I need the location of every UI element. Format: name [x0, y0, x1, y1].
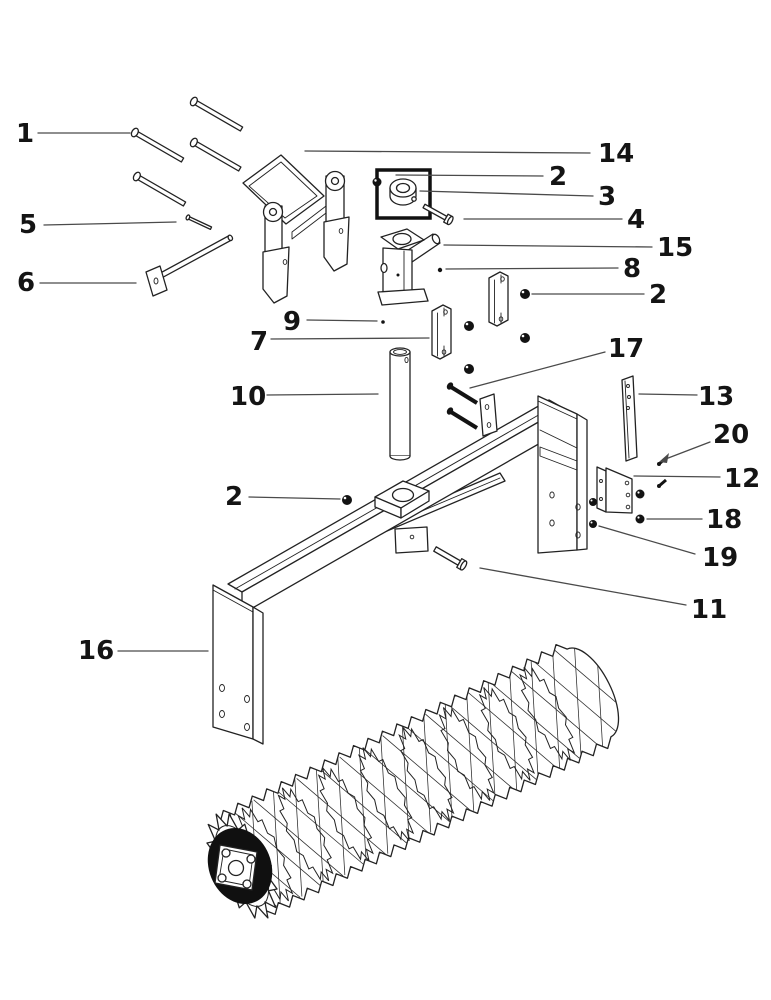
left-end-plate [212, 584, 254, 740]
part-callout-7: 7 [250, 327, 268, 357]
part-callout-2b: 2 [649, 280, 667, 310]
part-callout-19: 19 [702, 543, 738, 573]
plate-hole [219, 710, 225, 718]
arrowhead [659, 453, 669, 463]
bracket-foot-hole [338, 228, 344, 234]
cotter-pin-item-5 [185, 214, 213, 231]
pivot-side-tube [380, 262, 388, 274]
leader-lines [37, 132, 721, 652]
tube-pin-hole [404, 356, 409, 364]
set-screw-item-8 [437, 267, 443, 273]
pivot-base-plate [377, 288, 429, 306]
main-frame [212, 395, 588, 745]
part-callout-2a: 2 [549, 162, 567, 192]
pivot-body [382, 247, 413, 294]
pin-handle-plate [145, 265, 168, 297]
pivot-top-hole [392, 232, 412, 246]
callout-numbers: 1 5 6 14 2 3 4 15 8 2 9 7 17 10 13 20 12… [16, 119, 760, 666]
weld-dot [396, 273, 400, 277]
part-callout-3: 3 [598, 182, 616, 212]
dome-nuts-item-2 [342, 289, 530, 505]
part-callout-12: 12 [724, 464, 760, 494]
plow-bolts-item-17 [446, 382, 479, 430]
part-callout-2c: 2 [225, 482, 243, 512]
backing-plate [479, 393, 498, 437]
under-beam-bracket-hole [409, 534, 415, 540]
bracket-foot-hole [282, 259, 288, 265]
right-plate-top-edge [537, 400, 578, 420]
pin-handle-hole [153, 277, 159, 285]
left-end-plate-fold [252, 606, 264, 745]
plate-hole [244, 723, 250, 731]
lock-nut-item-2a [372, 177, 382, 187]
part-callout-20: 20 [713, 420, 749, 450]
plate-hole [244, 695, 250, 703]
nuts-items-18-19 [589, 489, 645, 528]
bracket-arm-hole [268, 207, 278, 217]
part-callout-18: 18 [706, 505, 742, 535]
roller-bearing-flange [207, 828, 273, 904]
part-callout-11: 11 [691, 595, 727, 625]
right-plate-gusset [539, 446, 578, 471]
set-screw-item-9 [381, 320, 385, 324]
mount-bracket-item-14 [242, 154, 350, 304]
flange-bolt [246, 854, 256, 864]
plate-hole [575, 531, 581, 539]
pivot-weldment-item-15 [377, 228, 441, 306]
part-callout-4: 4 [627, 205, 645, 235]
part-callout-9: 9 [283, 307, 301, 337]
part-callout-17: 17 [608, 334, 644, 364]
part-callout-14: 14 [598, 139, 634, 169]
part-callout-15: 15 [657, 233, 693, 263]
left-plate-top-edge [212, 589, 254, 613]
plate-hole [549, 491, 555, 499]
flange-bolt [242, 879, 252, 889]
detail-box-collar [375, 168, 432, 220]
plate-hole [549, 519, 555, 527]
flat-bar-item-13 [621, 375, 638, 462]
clamp-half-item-7 [488, 271, 509, 327]
angle-bracket-item-12 [596, 466, 633, 514]
part-callout-13: 13 [698, 382, 734, 412]
stand-tube-item-10 [389, 347, 411, 461]
part-callout-1: 1 [16, 119, 34, 149]
right-end-plate-fold [576, 413, 588, 551]
plate-hole [219, 684, 225, 692]
clamp-half-item-7 [431, 304, 452, 360]
center-block-side [400, 490, 430, 519]
flange-bolt [221, 848, 231, 858]
bracket-arm-hole [330, 176, 340, 186]
part-callout-5: 5 [19, 210, 37, 240]
right-end-plate [537, 395, 578, 554]
plate-hole [575, 503, 581, 511]
bolt-item-11 [433, 546, 468, 571]
carriage-bolts-item-1 [130, 96, 244, 207]
shaft-collar-bore [395, 182, 411, 194]
part-callout-6: 6 [17, 268, 35, 298]
hitch-pin-item-6 [145, 234, 234, 297]
part-callout-16: 16 [78, 636, 114, 666]
center-block-hole [391, 487, 415, 503]
pivot-arm-end [431, 233, 441, 245]
flange-center-hole [227, 859, 245, 877]
bolt-item-4 [422, 203, 454, 226]
part-callout-8: 8 [623, 254, 641, 284]
right-plate-gusset-line [539, 429, 578, 449]
bracket-plate [242, 154, 325, 225]
part-callout-10: 10 [230, 382, 266, 412]
bracket-foot [323, 216, 350, 272]
flange-bolt [217, 873, 227, 883]
collar-set-screw [411, 196, 417, 202]
under-beam-bracket [394, 526, 429, 554]
bracket-foot [262, 246, 290, 304]
